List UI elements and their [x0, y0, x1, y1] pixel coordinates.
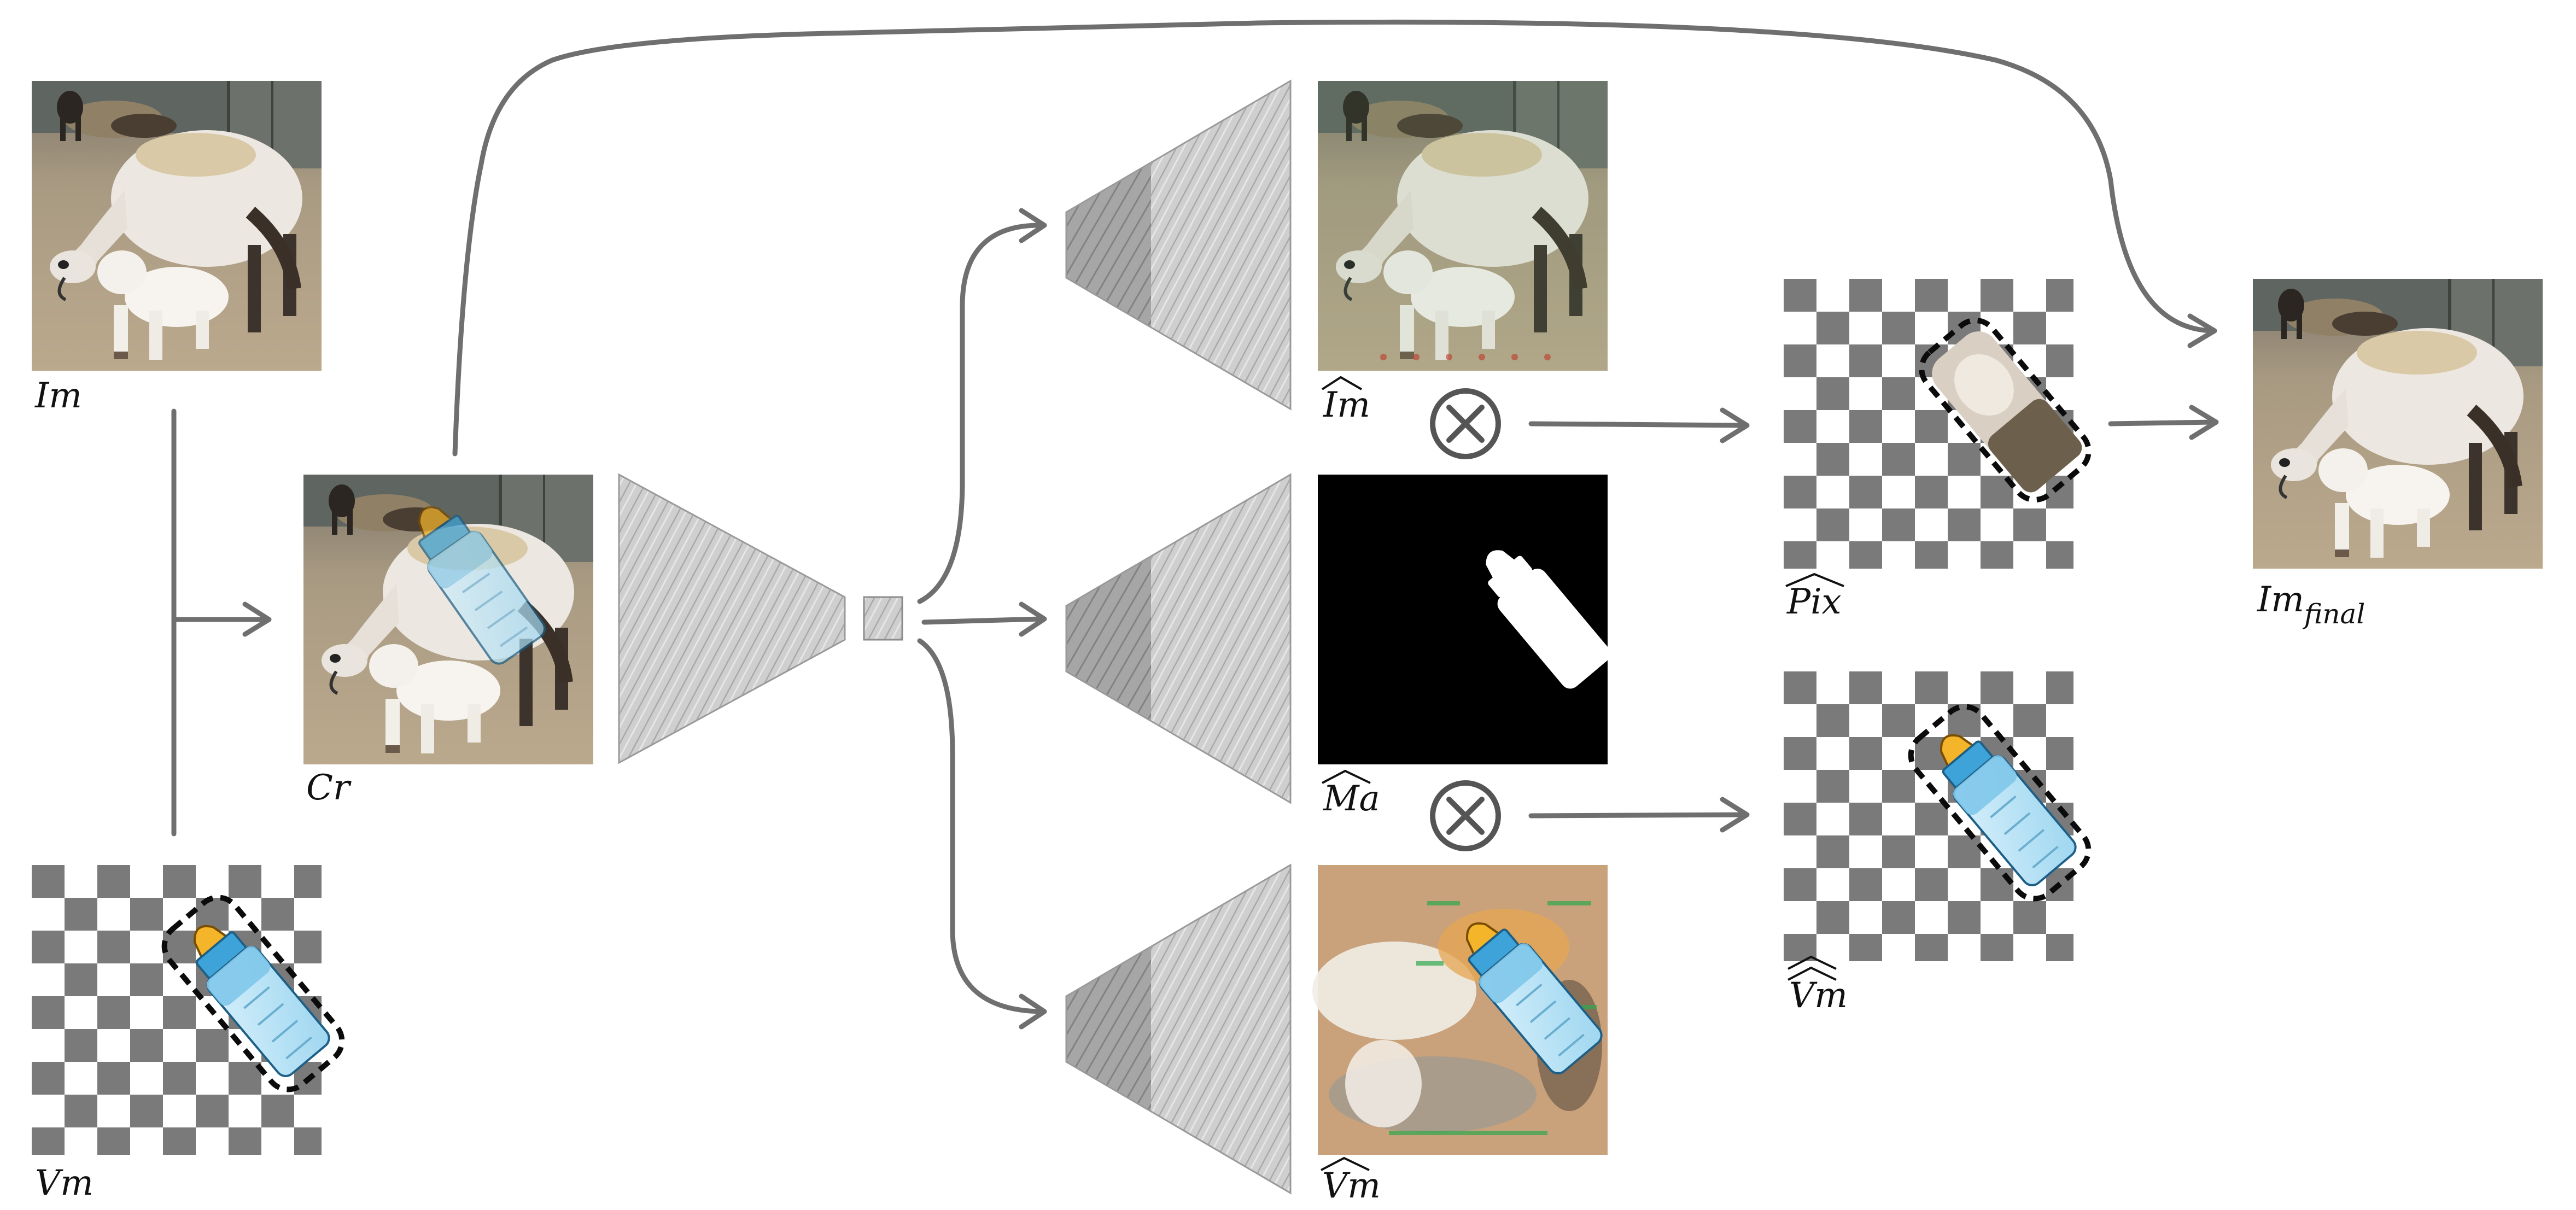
arrow-latent-to-decoder-bottom-head: [1019, 993, 1047, 1030]
input-image-im: [32, 81, 322, 371]
multiply-operator-top-icon: [1430, 388, 1501, 459]
arrow-latent-to-decoder-mid: [921, 616, 1044, 625]
label-im-final-base: Im: [2257, 580, 2304, 620]
label-im-final: Imfinal: [2257, 580, 2365, 630]
arrow-pix-to-final: [2108, 419, 2216, 426]
label-im: Im: [34, 376, 82, 416]
encoder: [618, 473, 846, 764]
composite-image-cr: [303, 475, 593, 764]
arrow-to-cr-head: [242, 601, 272, 637]
arrow-to-pix-hat-head: [1720, 407, 1750, 443]
decoder-watermark: [1065, 864, 1292, 1194]
reconstructed-watermark-vm-double-hat: [1784, 671, 2092, 961]
predicted-mask-ma-hat: [1318, 475, 1610, 764]
skip-connection-head: [2187, 313, 2217, 348]
arrow-latent-to-decoder-top-head: [1019, 208, 1047, 243]
label-vm: Vm: [35, 1163, 94, 1203]
multiply-operator-bottom-icon: [1430, 780, 1501, 851]
svg-text:Ma: Ma: [1323, 779, 1380, 819]
arrow-to-vm-dhat-head: [1720, 797, 1750, 833]
latent-code: [863, 596, 903, 641]
arrow-latent-to-decoder-mid-head: [1019, 601, 1047, 637]
svg-text:Pix: Pix: [1786, 582, 1842, 622]
arrow-latent-to-decoder-top: [917, 223, 1044, 604]
label-ma-hat: Ma: [1322, 769, 1380, 819]
label-vm-double-hat: Vm: [1788, 955, 1848, 1016]
label-pix-hat: Pix: [1785, 572, 1844, 622]
label-im-hat: Im: [1321, 376, 1370, 425]
label-im-final-sub: final: [2302, 598, 2365, 630]
arrow-pix-to-final-head: [2189, 405, 2219, 440]
svg-text:Im: Im: [1323, 385, 1370, 425]
predicted-watermark-vm-hat: [1312, 865, 1608, 1155]
extracted-pixels-pix-hat: [1784, 279, 2092, 569]
arrow-to-vm-dhat: [1528, 812, 1747, 819]
svg-text:Vm: Vm: [1322, 1166, 1381, 1206]
decoder-mask: [1065, 474, 1292, 804]
watermark-image-vm: [32, 865, 345, 1155]
svg-text:Vm: Vm: [1789, 975, 1848, 1016]
skip-connection-cr-to-final: [452, 19, 2215, 457]
svg-text:Imfinal: Imfinal: [2257, 580, 2365, 630]
decoder-image: [1065, 80, 1292, 410]
arrow-to-pix-hat: [1528, 421, 1747, 428]
label-vm-hat: Vm: [1321, 1156, 1381, 1206]
label-cr: Cr: [306, 768, 352, 808]
predicted-image-im-hat: [1318, 81, 1608, 371]
final-image-im-final: [2253, 279, 2543, 569]
arrow-latent-to-decoder-bottom: [917, 638, 1044, 1014]
